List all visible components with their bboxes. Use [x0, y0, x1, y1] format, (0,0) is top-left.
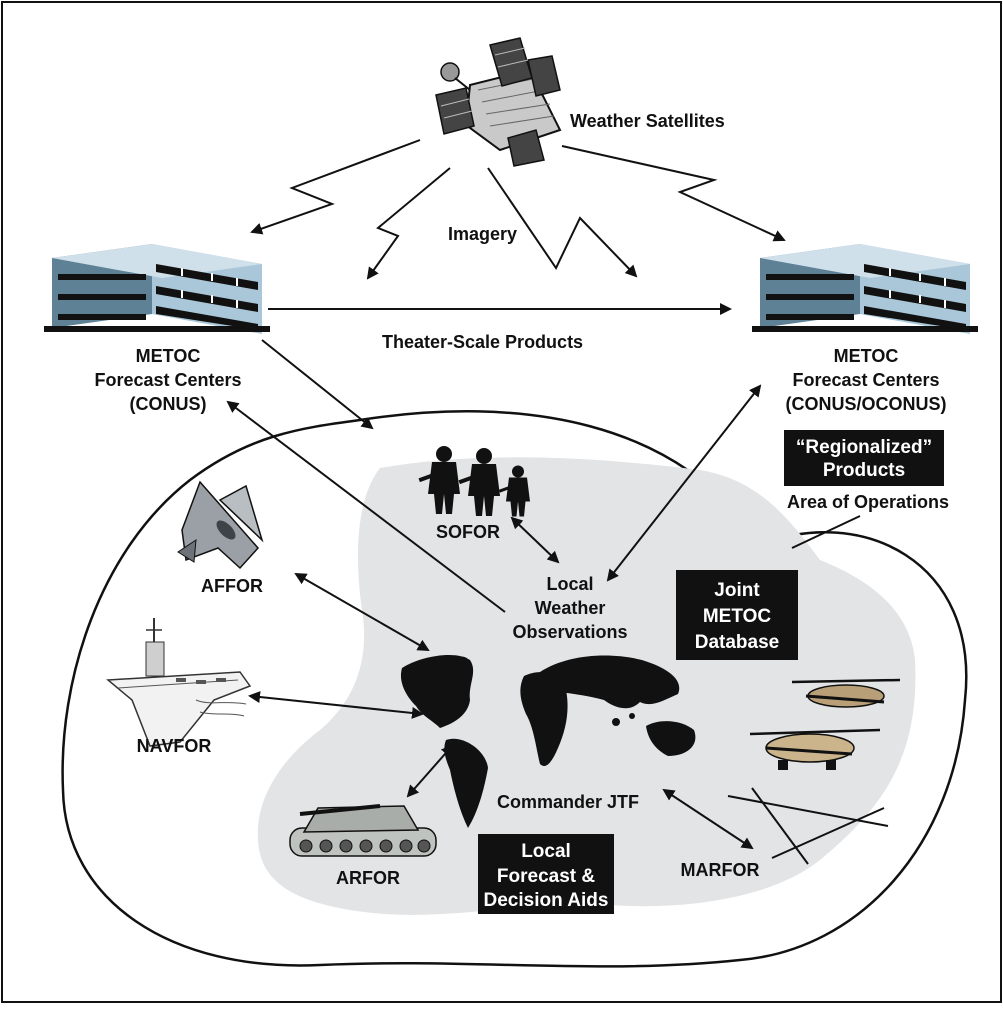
area-of-operations-label: Area of Operations	[787, 492, 949, 512]
metoc-right-label-2: Forecast Centers	[792, 370, 939, 390]
marfor-link-arrow	[662, 788, 754, 850]
affor-link-arrow	[294, 573, 430, 651]
metoc-left-label-3: (CONUS)	[130, 394, 207, 414]
navfor-label: NAVFOR	[137, 736, 212, 756]
sofor-label: SOFOR	[436, 522, 500, 542]
navfor-link-arrow	[248, 691, 424, 719]
affor-label: AFFOR	[201, 576, 263, 596]
regionalized-label-2: Products	[823, 460, 905, 481]
marfor-helicopter-1-icon	[791, 678, 901, 708]
commander-jtf-label: Commander JTF	[497, 792, 639, 812]
observations-label-3: Observations	[512, 622, 627, 642]
navfor-carrier-icon	[106, 618, 252, 747]
local-forecast-label-3: Decision Aids	[484, 890, 609, 911]
satellite-links	[250, 139, 786, 280]
arfor-label: ARFOR	[336, 868, 400, 888]
sat-to-left-center-arrow	[250, 139, 421, 235]
arfor-tank-icon	[289, 804, 437, 857]
observations-right-center-arrow	[606, 384, 762, 582]
weather-satellite-icon	[435, 37, 562, 167]
joint-metoc-label-1: Joint	[714, 580, 760, 601]
sat-to-right-center-arrow	[561, 145, 786, 242]
sat-to-imagery-right-arrow	[487, 167, 638, 278]
joint-metoc-label-3: Database	[695, 632, 780, 653]
sofor-link-arrow	[510, 516, 560, 564]
metoc-right-label-3: (CONUS/OCONUS)	[786, 394, 947, 414]
marfor-rotor-lines	[727, 787, 889, 865]
world-map-icon	[400, 654, 696, 828]
sat-to-imagery-left-arrow	[366, 167, 451, 280]
left-center-to-aor-arrow	[261, 339, 374, 430]
metoc-left-label-1: METOC	[136, 346, 201, 366]
theater-scale-products-label: Theater-Scale Products	[382, 332, 583, 352]
area-of-operations-leader	[791, 515, 861, 549]
metoc-right-label-1: METOC	[834, 346, 899, 366]
local-forecast-label-2: Forecast &	[497, 866, 595, 887]
local-forecast-label-1: Local	[521, 841, 571, 862]
observations-label-2: Weather	[535, 598, 606, 618]
affor-jet-icon	[177, 480, 264, 570]
regionalized-label-1: “Regionalized”	[796, 437, 932, 458]
observations-label-1: Local	[546, 574, 593, 594]
regionalized-products-box	[784, 430, 944, 486]
local-forecast-box	[478, 834, 614, 914]
arfor-link-arrow	[406, 744, 454, 798]
imagery-label: Imagery	[448, 224, 517, 244]
metoc-left-label-2: Forecast Centers	[94, 370, 241, 390]
marfor-label: MARFOR	[681, 860, 760, 880]
marfor-helicopter-2-icon	[749, 728, 881, 770]
weather-satellites-label: Weather Satellites	[570, 111, 725, 131]
joint-metoc-database-box	[676, 570, 798, 660]
observations-to-left-center-arrow	[226, 400, 506, 613]
joint-metoc-label-2: METOC	[703, 606, 772, 627]
